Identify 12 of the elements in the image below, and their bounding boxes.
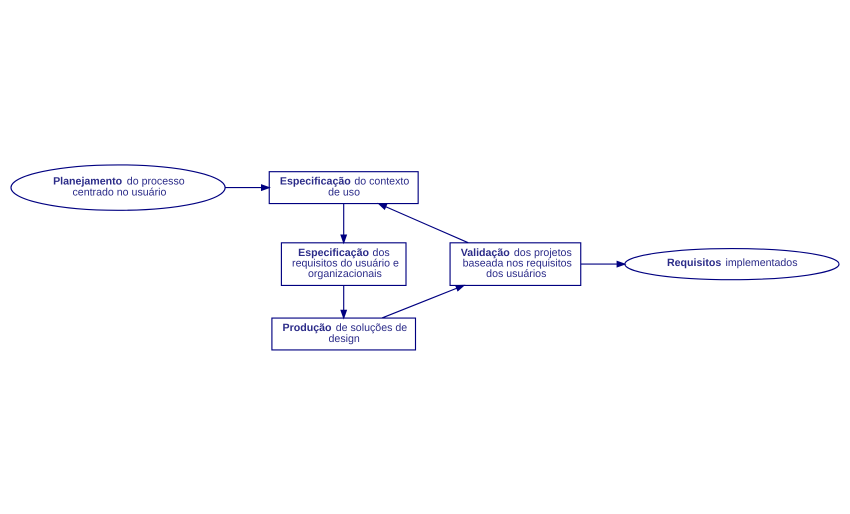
node-box: Especificação dos requisitos do usuário e organizacionais [280,242,407,286]
node-box: Especificação do contexto de uso [268,170,419,204]
arrow [340,203,348,244]
arrow [377,202,468,243]
node-ellipse: Requisitos implementados [624,247,840,280]
arrow [580,260,626,268]
node-ellipse: Planejamento do processo centrado no usuário [10,164,226,210]
arrow [340,284,348,320]
arrow [382,284,466,318]
node-box: Validação dos projetos baseada nos requisitos dos usuários [450,242,582,286]
node-box: Produção de soluções de design [271,316,416,350]
arrow [225,184,271,191]
